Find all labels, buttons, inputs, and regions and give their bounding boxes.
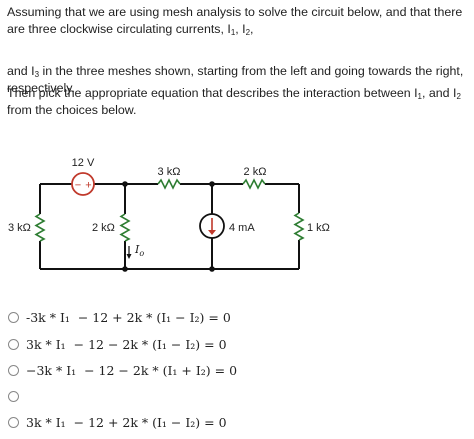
radio-button[interactable] (8, 338, 19, 350)
choice-4[interactable] (8, 387, 26, 405)
choice-2-text: 3k * I₁ − 12 − 2k * (I₁ − I₂) = 0 (26, 336, 227, 352)
label-r-top-right: 2 kΩ (244, 166, 267, 178)
radio-button[interactable] (8, 311, 19, 323)
question-paragraph-3: Then pick the appropriate equation that … (7, 86, 461, 117)
resistor-middle (119, 213, 131, 242)
label-r-left: 3 kΩ (8, 222, 31, 234)
label-r-middle: 2 kΩ (92, 222, 115, 234)
question-paragraph-2: and I3 in the three meshes shown, starti… (7, 64, 464, 95)
choice-1-text: -3k * I₁ − 12 + 2k * (I₁ − I₂) = 0 (26, 309, 231, 325)
voltage-source: − + (71, 172, 95, 196)
choice-3[interactable]: −3k * I₁ − 12 − 2k * (I₁ + I₂) = 0 (8, 361, 237, 379)
circuit-nodes (122, 181, 215, 272)
choice-3-text: −3k * I₁ − 12 − 2k * (I₁ + I₂) = 0 (26, 362, 238, 378)
source-minus-sign: − (75, 180, 81, 192)
question-paragraph-1: Assuming that we are using mesh analysis… (7, 5, 463, 37)
arrow-down-icon (208, 230, 216, 235)
source-plus-sign: + (85, 180, 91, 192)
circuit-diagram: − + 12 V 3 kΩ 2 kΩ 3 kΩ 2 kΩ 4 mA 1 kΩ I… (8, 157, 330, 272)
resistor-right (293, 212, 305, 241)
label-r-right: 1 kΩ (307, 222, 330, 234)
label-io: Io (134, 243, 144, 258)
resistor-left (34, 213, 46, 242)
label-source-voltage: 12 V (72, 157, 95, 169)
radio-button[interactable] (8, 416, 19, 428)
radio-button[interactable] (8, 390, 19, 402)
io-current-arrow (126, 246, 132, 259)
arrow-down-icon (126, 254, 132, 259)
choice-5[interactable]: 3k * I₁ − 12 + 2k * (I₁ − I₂) = 0 (8, 413, 227, 431)
circuit-wires (39, 183, 300, 270)
choice-5-text: 3k * I₁ − 12 + 2k * (I₁ − I₂) = 0 (26, 414, 227, 430)
resistor-top-right (242, 178, 266, 190)
choice-2[interactable]: 3k * I₁ − 12 − 2k * (I₁ − I₂) = 0 (8, 335, 227, 353)
label-current-source: 4 mA (229, 222, 255, 234)
resistor-top-middle (157, 178, 181, 190)
current-source (199, 213, 225, 239)
radio-button[interactable] (8, 364, 19, 376)
choice-1[interactable]: -3k * I₁ − 12 + 2k * (I₁ − I₂) = 0 (8, 308, 231, 326)
label-r-top-middle: 3 kΩ (158, 166, 181, 178)
